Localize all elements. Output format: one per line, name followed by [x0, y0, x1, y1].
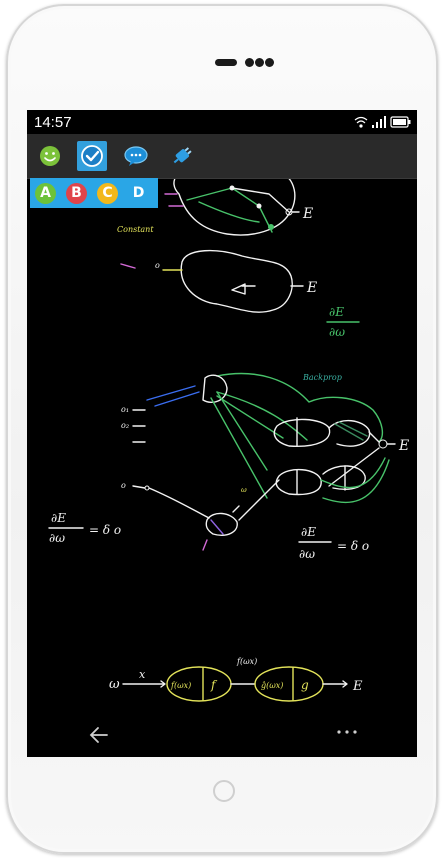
network-node — [256, 203, 262, 209]
back-arrow-icon[interactable] — [85, 721, 113, 749]
device-screen: E Constant o E ∂E ∂ω Backprop — [27, 110, 417, 757]
poll-button[interactable] — [77, 141, 107, 171]
status-bar: 14:57 — [27, 110, 417, 134]
bottom-nav — [27, 717, 417, 757]
grad-right-numerator: ∂E — [301, 525, 316, 539]
smiley-icon — [40, 146, 60, 166]
label-f: f — [210, 678, 218, 692]
home-button[interactable] — [213, 780, 235, 802]
label-o2: o₂ — [121, 421, 129, 430]
more-dots-icon[interactable] — [335, 727, 359, 737]
label-o-input: o — [155, 261, 160, 270]
label-o1: o₁ — [121, 405, 129, 414]
battery-icon — [390, 116, 411, 128]
choice-b-button[interactable]: B — [66, 183, 87, 204]
label-e-bottom: E — [352, 679, 363, 694]
grad-top-denominator: ∂ω — [329, 325, 345, 339]
output-node — [378, 439, 388, 449]
label-e-right: E — [398, 438, 409, 454]
grad-left-denominator: ∂ω — [49, 531, 65, 545]
network-node — [229, 185, 235, 191]
network-node — [268, 224, 274, 230]
toolbar — [27, 134, 417, 179]
earpiece-speaker — [215, 57, 274, 67]
wifi-icon — [354, 116, 368, 128]
label-e-top: E — [302, 206, 313, 222]
choice-a-button[interactable]: A — [35, 183, 56, 204]
label-x-bottom: x — [139, 668, 146, 681]
label-ok: o — [121, 481, 126, 490]
choice-c-button[interactable]: C — [97, 183, 118, 204]
whiteboard-canvas[interactable]: E Constant o E ∂E ∂ω Backprop — [27, 110, 417, 757]
status-time: 14:57 — [34, 114, 72, 131]
label-w-km: ω — [241, 486, 247, 494]
chat-button[interactable] — [121, 141, 151, 171]
label-g-prime: ĝ(ωx) — [261, 681, 283, 690]
grad-left-numerator: ∂E — [51, 511, 66, 525]
grad-right-denominator: ∂ω — [299, 547, 315, 561]
status-icons — [354, 116, 411, 128]
label-g: g — [301, 678, 309, 692]
label-f-omega-top: f(ωx) — [236, 657, 257, 666]
signal-icon — [372, 116, 386, 128]
label-omega-bottom: ω — [109, 677, 120, 692]
label-f-omega: f(ωx) — [170, 681, 191, 690]
grad-right-rhs: = δ o — [337, 539, 369, 553]
emoji-button[interactable] — [35, 141, 65, 171]
grad-left-rhs: = δ o — [89, 523, 121, 537]
grad-top-numerator: ∂E — [329, 305, 344, 319]
connect-button[interactable] — [167, 141, 197, 171]
choice-d-button[interactable]: D — [128, 183, 149, 204]
label-backprop: Backprop — [302, 373, 342, 382]
plug-icon — [173, 147, 192, 164]
label-constant: Constant — [117, 225, 154, 234]
answer-choices-popup: A B C D — [30, 178, 158, 208]
speech-bubble-icon — [124, 146, 148, 166]
label-e-mid: E — [306, 280, 317, 296]
checkmark-icon — [81, 145, 103, 167]
